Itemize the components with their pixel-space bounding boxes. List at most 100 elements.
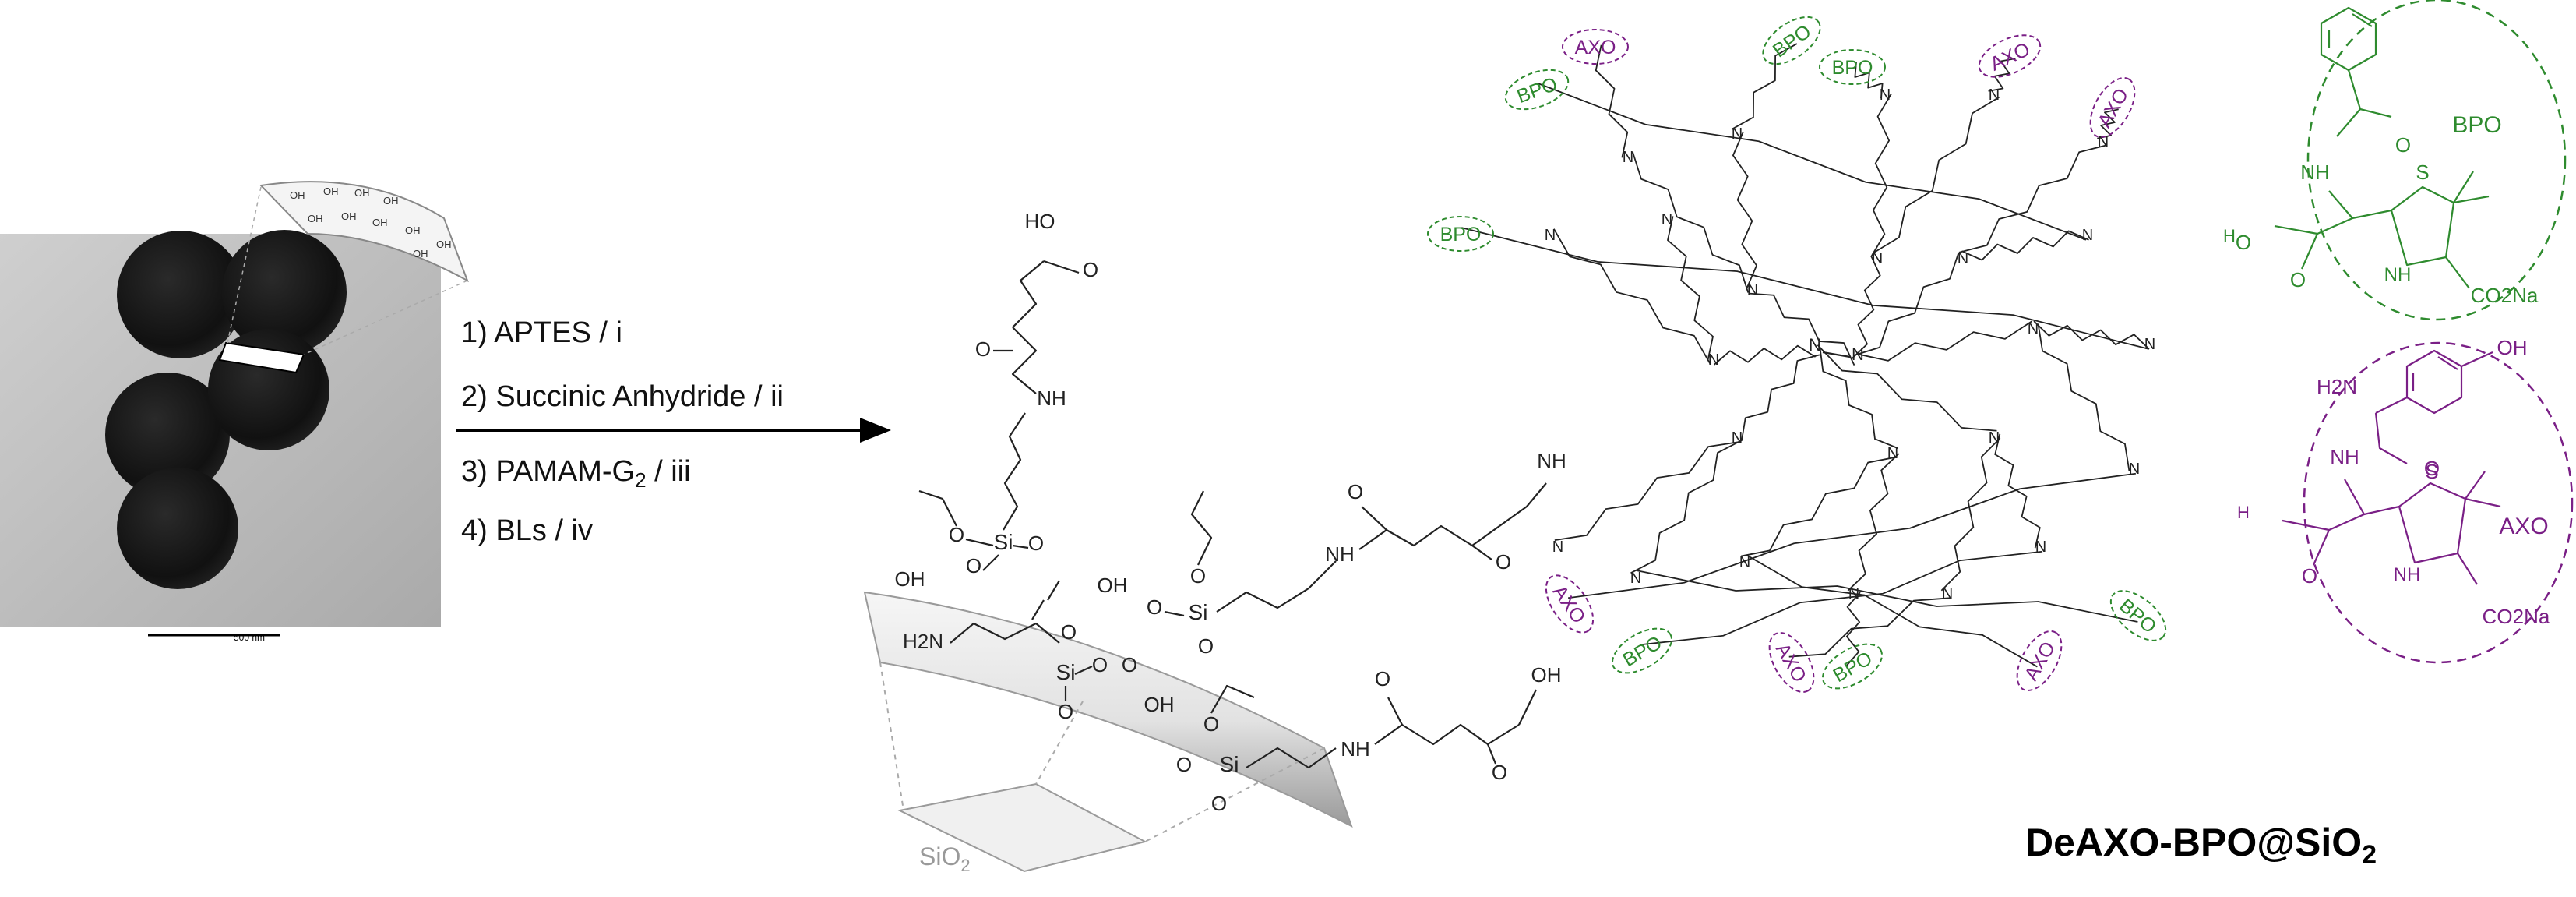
bpo-tag: BPO <box>1427 216 1494 252</box>
bond <box>1043 260 1080 274</box>
inset-hydroxyl: OH <box>372 217 388 228</box>
branch-nitrogen: N <box>2082 227 2093 244</box>
bpo-tag-text: BPO <box>1830 648 1876 687</box>
bpo-carboxylate: CO2Na <box>2471 284 2539 307</box>
inset-hydroxyl: OH <box>383 195 399 207</box>
branch-nitrogen: N <box>2035 539 2046 556</box>
terminal-linker <box>2097 108 2119 139</box>
terminal-linker <box>1636 570 2138 623</box>
branch-nitrogen: N <box>2144 336 2155 353</box>
axo-tag-outline <box>2089 77 2136 138</box>
reaction-arrow <box>456 418 891 443</box>
phenol-double-bond <box>2437 356 2458 370</box>
product-name-text: DeAXO-BPO@SiO <box>2025 821 2363 864</box>
thiazolidine-ring <box>2328 185 2455 267</box>
silicon-atom: Si <box>1189 600 1208 624</box>
core-nitrogen: N <box>1809 335 1821 355</box>
silica-sphere <box>117 231 245 358</box>
bond <box>1471 545 1492 560</box>
bpo-tag: BPO <box>1762 16 1821 65</box>
pamam-branch <box>1667 216 1714 361</box>
amide-nh: NH <box>1037 387 1066 410</box>
step-pamam: 3) PAMAM-G2 / iii <box>461 455 691 492</box>
succinyl-chain <box>1358 524 1500 550</box>
acyl-chain <box>2282 513 2365 531</box>
branch-nitrogen: N <box>1552 539 1563 556</box>
amide-link <box>1499 482 1547 527</box>
bond <box>1518 689 1537 726</box>
benzyl-chain <box>2336 69 2362 137</box>
product-name-subscript: 2 <box>2362 840 2377 870</box>
bpo-amide-nh: NH <box>2300 161 2330 184</box>
branch-nitrogen: N <box>1747 281 1758 298</box>
bpo-carbonyl-oxygen: O <box>2290 268 2306 291</box>
surface-slab <box>863 591 1353 828</box>
terminal-linker <box>1845 592 1861 667</box>
oxygen-atom: O <box>1092 653 1108 676</box>
silica-sphere <box>105 373 230 497</box>
amino-chain <box>2374 412 2408 464</box>
axo-tag-outline <box>1768 632 1815 693</box>
oxygen-atom: O <box>1061 620 1077 644</box>
pamam-branch <box>1732 131 1758 290</box>
terminal-linker <box>1854 62 1884 99</box>
bond <box>982 554 999 571</box>
surface-hydroxyl: OH <box>1098 574 1128 597</box>
surface-hydroxyl: OH <box>1144 693 1175 716</box>
bond <box>1361 506 1387 531</box>
scale-bar-label: 500 nm <box>234 632 265 643</box>
pamam-branch <box>1631 151 1750 293</box>
inset-hydroxyl: OH <box>290 189 305 201</box>
zoom-guide <box>303 280 468 355</box>
succinyl-chain <box>1011 327 1038 394</box>
slab-guide <box>1035 701 1084 785</box>
bpo-tag-outline <box>1612 627 1672 674</box>
branch-nitrogen: N <box>1958 250 1968 267</box>
axo-detail-outline <box>2303 341 2574 664</box>
bpo-sulfur: S <box>2416 161 2429 184</box>
bpo-carbonyl-oxygen: O <box>2395 133 2411 157</box>
inset-hydroxyl: OH <box>413 248 428 260</box>
carbonyl-oxygen: O <box>975 337 991 361</box>
bpo-tag-text: BPO <box>1514 73 1560 108</box>
silica-sphere <box>117 468 238 589</box>
bond <box>1047 580 1060 601</box>
inset-hydroxyl: OH <box>341 210 357 222</box>
axo-tag: AXO <box>1545 574 1595 634</box>
bpo-tag-outline <box>1427 216 1494 252</box>
pamam-branch <box>2037 323 2130 471</box>
surface-amine: H2N <box>903 630 943 653</box>
phenol-ring <box>2405 349 2463 415</box>
bpo-tag-text: BPO <box>1619 632 1666 672</box>
bond <box>1074 665 1093 676</box>
axo-tag: AXO <box>1978 34 2042 78</box>
methyl-bond <box>2453 171 2474 203</box>
carboxylate-bond <box>2445 256 2470 289</box>
oxygen-atom: O <box>1190 564 1206 588</box>
inset-hydroxyl: OH <box>436 238 452 250</box>
axo-tag-outline <box>1545 574 1595 634</box>
branch-nitrogen: N <box>2028 320 2039 337</box>
bond <box>1031 599 1045 620</box>
axo-amide-nh: NH <box>2330 445 2359 468</box>
pamam-branch <box>1714 344 1817 366</box>
step-aptes: 1) APTES / i <box>461 316 622 349</box>
step-pamam-text: 3) PAMAM-G <box>461 455 636 488</box>
inset-hydroxyl: OH <box>323 185 339 197</box>
amide-nh: NH <box>1341 737 1370 761</box>
pamam-branch <box>1994 433 2041 549</box>
axo-tag-text: AXO <box>1549 581 1590 627</box>
acyl-chain <box>2274 217 2353 235</box>
branch-nitrogen: N <box>1630 570 1641 587</box>
bpo-tag-text: BPO <box>1832 57 1873 79</box>
silica-sphere <box>222 230 347 355</box>
axo-linker-h: H <box>2237 503 2250 522</box>
pamam-branch <box>1819 347 1898 449</box>
surface-slab-bottom <box>897 782 1147 873</box>
zoom-guide <box>227 186 262 344</box>
step-pamam-suffix: / iii <box>646 455 691 488</box>
zoom-window <box>218 341 305 374</box>
bpo-ring-nh: NH <box>2384 264 2412 285</box>
